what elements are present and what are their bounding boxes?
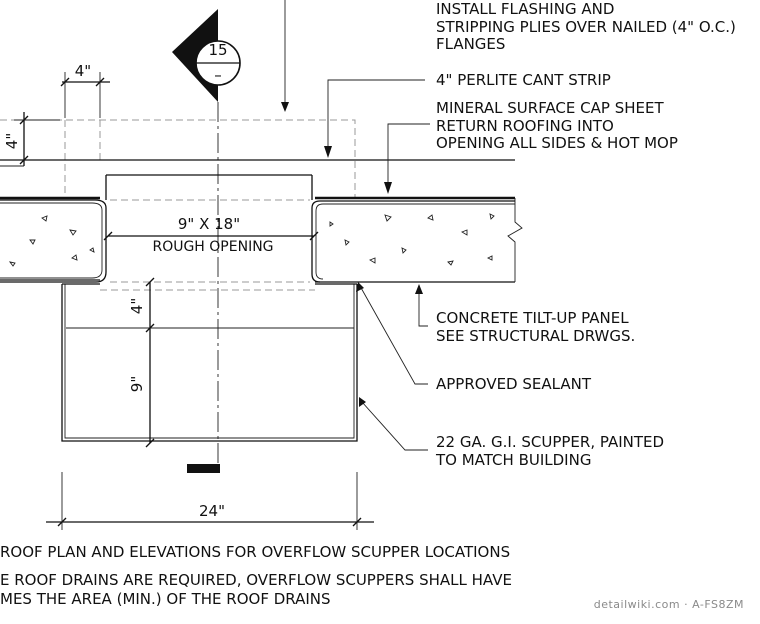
note-sealant: APPROVED SEALANT bbox=[436, 375, 592, 393]
note-flashing-line-3: FLANGES bbox=[436, 35, 505, 53]
note-flashing-line-1: INSTALL FLASHING AND bbox=[436, 0, 614, 18]
watermark: detailwiki.com · A-FS8ZM bbox=[594, 598, 744, 611]
note-concrete-line-1: CONCRETE TILT-UP PANEL bbox=[436, 309, 629, 327]
leader-scupper bbox=[359, 397, 428, 451]
note-scupper-line-2: TO MATCH BUILDING bbox=[435, 451, 591, 469]
note-cap-sheet-line-3: OPENING ALL SIDES & HOT MOP bbox=[436, 134, 678, 152]
scupper-upper-dim: 4" bbox=[128, 298, 146, 314]
opening-label: ROUGH OPENING bbox=[152, 239, 273, 255]
footer-note-line-1: ROOF PLAN AND ELEVATIONS FOR OVERFLOW SC… bbox=[0, 543, 510, 561]
section-number: 15 bbox=[208, 41, 227, 59]
left-height-label: 4" bbox=[3, 133, 21, 149]
note-concrete-line-2: SEE STRUCTURAL DRWGS. bbox=[436, 327, 635, 345]
rough-opening bbox=[0, 174, 515, 283]
leader-sealant bbox=[356, 282, 428, 385]
note-cant-strip: 4" PERLITE CANT STRIP bbox=[436, 71, 611, 89]
top-width-label: 4" bbox=[75, 62, 91, 80]
scupper-lower-dim: 9" bbox=[128, 376, 146, 392]
note-cap-sheet-line-1: MINERAL SURFACE CAP SHEET bbox=[436, 99, 664, 117]
section-sheet: – bbox=[214, 66, 222, 84]
scupper-box bbox=[61, 283, 358, 442]
footer-note-line-3: MES THE AREA (MIN.) OF THE ROOF DRAINS bbox=[0, 590, 331, 608]
note-cap-sheet-line-2: RETURN ROOFING INTO bbox=[436, 117, 614, 135]
note-scupper-line-1: 22 GA. G.I. SCUPPER, PAINTED bbox=[436, 433, 664, 451]
opening-size-label: 9" X 18" bbox=[178, 215, 240, 233]
concrete-tilt-up-panel bbox=[0, 196, 523, 283]
flashing-outline bbox=[0, 119, 356, 198]
note-flashing-line-2: STRIPPING PLIES OVER NAILED (4" O.C.) bbox=[436, 18, 736, 36]
section-marker[interactable]: 15 – bbox=[172, 9, 241, 102]
leader-concrete-panel bbox=[415, 284, 428, 327]
leader-cant-strip bbox=[324, 79, 425, 158]
scupper-width-label: 24" bbox=[199, 502, 225, 520]
footer-note-line-2: E ROOF DRAINS ARE REQUIRED, OVERFLOW SCU… bbox=[0, 571, 512, 589]
centerline-terminator bbox=[187, 464, 220, 473]
leader-cap-sheet bbox=[384, 123, 430, 194]
leader-flashing bbox=[281, 0, 289, 112]
